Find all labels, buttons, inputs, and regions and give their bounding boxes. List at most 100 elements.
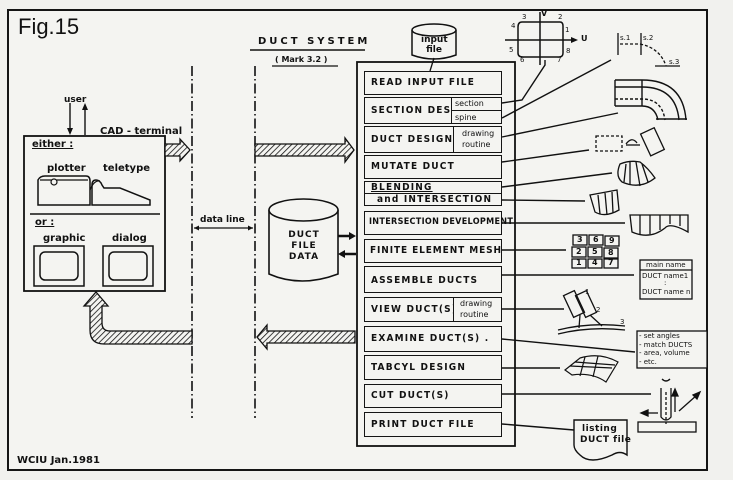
module-duct-design[interactable]: DUCT DESIGN drawing routine xyxy=(364,126,502,153)
module-label: SECTION DESIGN xyxy=(371,105,474,116)
duct-file-data-cylinder xyxy=(268,210,339,282)
input-file-line-1: input xyxy=(421,35,448,45)
section-point-8: 8 xyxy=(566,47,571,55)
data-line-label: data line xyxy=(200,215,245,225)
module-label: READ INPUT FILE xyxy=(371,77,476,88)
module-examine-ducts[interactable]: EXAMINE DUCT(S) . xyxy=(364,326,502,352)
mesh-number: 8 xyxy=(608,248,614,257)
module-tabcyl-design[interactable]: TABCYL DESIGN xyxy=(364,355,502,380)
tabcyl-surface-illustration xyxy=(564,355,619,383)
spine-illustration xyxy=(617,33,680,67)
section-point-1: 1 xyxy=(565,26,570,34)
examine-list-box xyxy=(636,330,708,369)
view-duct-illustration xyxy=(557,289,626,335)
graphic-label: graphic xyxy=(43,233,86,244)
module-label: INTERSECTION DEVELOPMENT xyxy=(369,217,514,227)
data-store-line-2: FILE xyxy=(291,241,317,251)
system-title: DUCT SYSTEM xyxy=(258,36,371,47)
listing-line-2: DUCT file xyxy=(580,435,632,445)
assembly-header: main name xyxy=(646,261,686,269)
examine-item: - area, volume xyxy=(639,349,690,357)
axis-v-label: V xyxy=(541,9,548,18)
system-out-arrow xyxy=(256,323,356,351)
dialog-label: dialog xyxy=(112,233,147,244)
development-illustration xyxy=(629,214,689,236)
figure-label: Fig.15 xyxy=(18,14,80,39)
module-label: PRINT DUCT FILE xyxy=(371,419,475,430)
module-view-ducts[interactable]: VIEW DUCT(S) drawing routine xyxy=(364,297,502,322)
or-label: or : xyxy=(35,217,55,228)
mutate-duct-illustration xyxy=(595,126,666,157)
mesh-number: 7 xyxy=(608,258,614,267)
submodule-label: routine xyxy=(462,140,491,149)
listing-label: listing DUCT file xyxy=(580,424,631,446)
examine-item: - match DUCTS xyxy=(639,340,693,349)
mesh-number: 9 xyxy=(609,236,615,245)
module-label: EXAMINE DUCT(S) . xyxy=(371,333,490,344)
mesh-grid xyxy=(571,234,620,269)
submodule-section[interactable]: section xyxy=(451,97,502,111)
module-cut-ducts[interactable]: CUT DUCT(S) xyxy=(364,384,502,408)
module-read-input-file[interactable]: READ INPUT FILE xyxy=(364,71,502,95)
cad-terminal-label: CAD - terminal xyxy=(100,126,183,137)
submodule-label: spine xyxy=(455,113,477,122)
examine-item: - set angles xyxy=(639,332,680,340)
elbow-duct-illustration xyxy=(614,79,687,121)
duct-system-box xyxy=(356,61,516,447)
submodule-drawing-routine[interactable]: drawing routine xyxy=(453,126,502,153)
module-print-duct-file[interactable]: PRINT DUCT FILE xyxy=(364,412,502,437)
submodule-label: routine xyxy=(460,310,489,319)
duct-file-data-label: DUCT FILE DATA xyxy=(285,230,323,263)
submodule-label: drawing xyxy=(462,129,495,138)
module-label: TABCYL DESIGN xyxy=(371,362,467,373)
submodule-label: drawing xyxy=(460,299,493,308)
system-in-arrow xyxy=(254,136,355,164)
view-number: 3 xyxy=(620,318,625,326)
plotter-label: plotter xyxy=(47,163,86,174)
system-subtitle: ( Mark 3.2 ) xyxy=(275,55,328,64)
spine-point-3: s.3 xyxy=(669,58,680,66)
module-section-design[interactable]: SECTION DESIGN section spine xyxy=(364,97,502,124)
assembly-box xyxy=(639,259,693,300)
terminal-in-arrow xyxy=(82,291,193,345)
module-label: DUCT DESIGN xyxy=(371,134,454,145)
module-intersection-development[interactable]: INTERSECTION DEVELOPMENT xyxy=(364,211,513,235)
module-label: FINITE ELEMENT MESH xyxy=(370,245,502,256)
assembly-row: DUCT name1 xyxy=(642,272,689,280)
module-label: MUTATE DUCT xyxy=(371,161,455,172)
module-mutate-duct[interactable]: MUTATE DUCT xyxy=(364,155,502,179)
submodule-spine[interactable]: spine xyxy=(451,110,502,124)
submodule-drawing-routine[interactable]: drawing routine xyxy=(453,297,502,322)
section-point-3: 3 xyxy=(522,13,527,21)
data-store-line-1: DUCT xyxy=(288,230,320,240)
section-point-6: 6 xyxy=(520,56,525,64)
axis-u-label: U xyxy=(581,34,588,43)
module-label: and INTERSECTION xyxy=(377,194,493,205)
module-label: ASSEMBLE DUCTS xyxy=(371,275,479,286)
mesh-number: 5 xyxy=(592,247,598,256)
mesh-number: 4 xyxy=(592,258,598,267)
section-axes-illustration xyxy=(505,12,578,65)
mesh-number: 2 xyxy=(576,247,582,256)
input-file-label: input file xyxy=(421,35,448,55)
examine-list: - set angles - match DUCTS - area, volum… xyxy=(639,332,692,366)
listing-line-1: listing xyxy=(582,424,618,434)
module-finite-element-mesh[interactable]: FINITE ELEMENT MESH xyxy=(364,239,502,263)
module-and-intersection[interactable]: and INTERSECTION xyxy=(364,193,502,206)
assembly-row: : xyxy=(664,279,667,287)
mesh-number: 3 xyxy=(577,235,583,244)
terminal-out-arrow xyxy=(164,137,191,163)
assembly-row: DUCT name n xyxy=(642,288,691,296)
spine-point-1: s.1 xyxy=(620,34,631,42)
module-assemble-ducts[interactable]: ASSEMBLE DUCTS xyxy=(364,266,502,293)
either-label: either : xyxy=(32,139,74,150)
footer-credit: WCIU Jan.1981 xyxy=(17,455,100,466)
section-point-7: 7 xyxy=(557,56,562,64)
cut-duct-illustration xyxy=(637,378,702,433)
module-label: VIEW DUCT(S) xyxy=(371,304,458,315)
data-store-line-3: DATA xyxy=(288,252,320,262)
user-label: user xyxy=(64,95,87,105)
spine-point-2: s.2 xyxy=(643,34,654,42)
submodule-label: section xyxy=(455,99,484,108)
